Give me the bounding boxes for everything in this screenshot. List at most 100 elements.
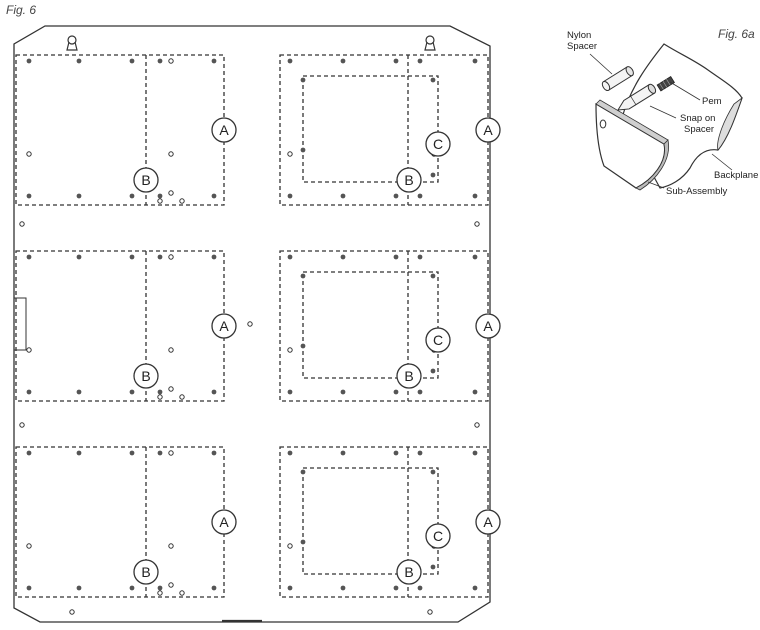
mounting-hole bbox=[393, 585, 399, 591]
mounting-hole bbox=[472, 389, 478, 395]
clearance-hole bbox=[168, 254, 174, 260]
sub-assembly-label: Sub-Assembly bbox=[666, 186, 727, 197]
mounting-hole bbox=[340, 254, 346, 260]
mounting-hole bbox=[76, 193, 82, 199]
mounting-hole bbox=[211, 585, 217, 591]
keyhole-icon bbox=[66, 35, 78, 51]
mounting-hole bbox=[26, 450, 32, 456]
callout-c: C bbox=[425, 523, 451, 549]
callout-circle bbox=[475, 117, 501, 143]
mounting-hole bbox=[287, 58, 293, 64]
callout-a: A bbox=[475, 509, 501, 535]
nylon-spacer-label-line2: Spacer bbox=[567, 41, 597, 52]
mounting-hole bbox=[287, 450, 293, 456]
callout-b: B bbox=[133, 363, 159, 389]
mounting-hole bbox=[340, 58, 346, 64]
mounting-hole bbox=[472, 58, 478, 64]
callout-circle bbox=[396, 559, 422, 585]
mounting-hole bbox=[417, 254, 423, 260]
clearance-hole bbox=[168, 190, 174, 196]
clearance-hole bbox=[247, 321, 253, 327]
module-left bbox=[15, 250, 225, 402]
callout-b: B bbox=[133, 167, 159, 193]
mounting-hole bbox=[129, 450, 135, 456]
mounting-hole bbox=[26, 254, 32, 260]
clearance-hole bbox=[157, 590, 163, 596]
clearance-hole bbox=[168, 582, 174, 588]
mounting-hole bbox=[129, 389, 135, 395]
callout-circle bbox=[475, 509, 501, 535]
mounting-hole bbox=[211, 450, 217, 456]
clearance-hole bbox=[168, 151, 174, 157]
mounting-hole bbox=[76, 58, 82, 64]
callout-b: B bbox=[133, 559, 159, 585]
nylon-spacer-label-line1: Nylon bbox=[567, 30, 591, 41]
keyhole-icon bbox=[424, 35, 436, 51]
callout-a: A bbox=[475, 117, 501, 143]
callout-letter: A bbox=[483, 122, 493, 138]
callout-letter: B bbox=[141, 172, 150, 188]
callout-b: B bbox=[396, 559, 422, 585]
mounting-hole bbox=[211, 58, 217, 64]
clearance-hole bbox=[427, 609, 433, 615]
mounting-hole bbox=[472, 450, 478, 456]
callout-circle bbox=[425, 131, 451, 157]
module-outline bbox=[15, 446, 225, 598]
mounting-hole bbox=[393, 58, 399, 64]
spacer-detail-drawing: Nylon Spacer Pem Snap on Spacer Backplan… bbox=[567, 30, 758, 197]
mounting-hole bbox=[157, 389, 163, 395]
clearance-hole bbox=[168, 386, 174, 392]
mounting-hole bbox=[157, 193, 163, 199]
callout-circle bbox=[425, 523, 451, 549]
callout-circle bbox=[211, 313, 237, 339]
mounting-hole bbox=[417, 389, 423, 395]
mounting-hole bbox=[340, 450, 346, 456]
mounting-hole bbox=[417, 58, 423, 64]
mounting-hole bbox=[430, 564, 436, 570]
mounting-hole bbox=[393, 389, 399, 395]
module-regions bbox=[15, 54, 489, 598]
mounting-hole bbox=[157, 450, 163, 456]
nylon-spacer-part bbox=[601, 66, 634, 92]
clearance-hole bbox=[474, 221, 480, 227]
callout-c: C bbox=[425, 131, 451, 157]
mounting-hole bbox=[129, 193, 135, 199]
mounting-hole bbox=[430, 273, 436, 279]
clearance-hole bbox=[69, 609, 75, 615]
mounting-hole bbox=[26, 193, 32, 199]
mounting-hole bbox=[129, 58, 135, 64]
pem-label: Pem bbox=[702, 96, 722, 107]
clearance-hole bbox=[26, 347, 32, 353]
callout-a: A bbox=[475, 313, 501, 339]
clearance-hole bbox=[168, 450, 174, 456]
mounting-hole bbox=[287, 389, 293, 395]
callout-circle bbox=[425, 327, 451, 353]
clearance-hole bbox=[287, 543, 293, 549]
leader-line bbox=[669, 81, 701, 101]
mounting-hole bbox=[76, 450, 82, 456]
callout-circle bbox=[133, 559, 159, 585]
callout-letter: C bbox=[433, 136, 443, 152]
mounting-hole bbox=[26, 585, 32, 591]
mounting-hole bbox=[430, 77, 436, 83]
mounting-hole bbox=[430, 172, 436, 178]
snap-on-spacer-part bbox=[617, 83, 657, 111]
snap-on-spacer-label-line2: Spacer bbox=[684, 124, 714, 135]
backplate-outline bbox=[13, 25, 491, 623]
mounting-hole bbox=[157, 585, 163, 591]
mounting-hole bbox=[430, 368, 436, 374]
mounting-hole bbox=[157, 58, 163, 64]
figure-6a-label: Fig. 6a bbox=[718, 27, 755, 41]
leader-line bbox=[647, 181, 665, 189]
mounting-hole bbox=[430, 469, 436, 475]
mounting-hole bbox=[417, 450, 423, 456]
mounting-hole bbox=[76, 254, 82, 260]
mounting-hole bbox=[211, 193, 217, 199]
mounting-hole bbox=[211, 254, 217, 260]
inner-panel-outline bbox=[302, 467, 439, 575]
clearance-hole bbox=[179, 590, 185, 596]
clearance-hole bbox=[474, 422, 480, 428]
callout-letter: B bbox=[404, 172, 413, 188]
clearance-hole bbox=[179, 198, 185, 204]
